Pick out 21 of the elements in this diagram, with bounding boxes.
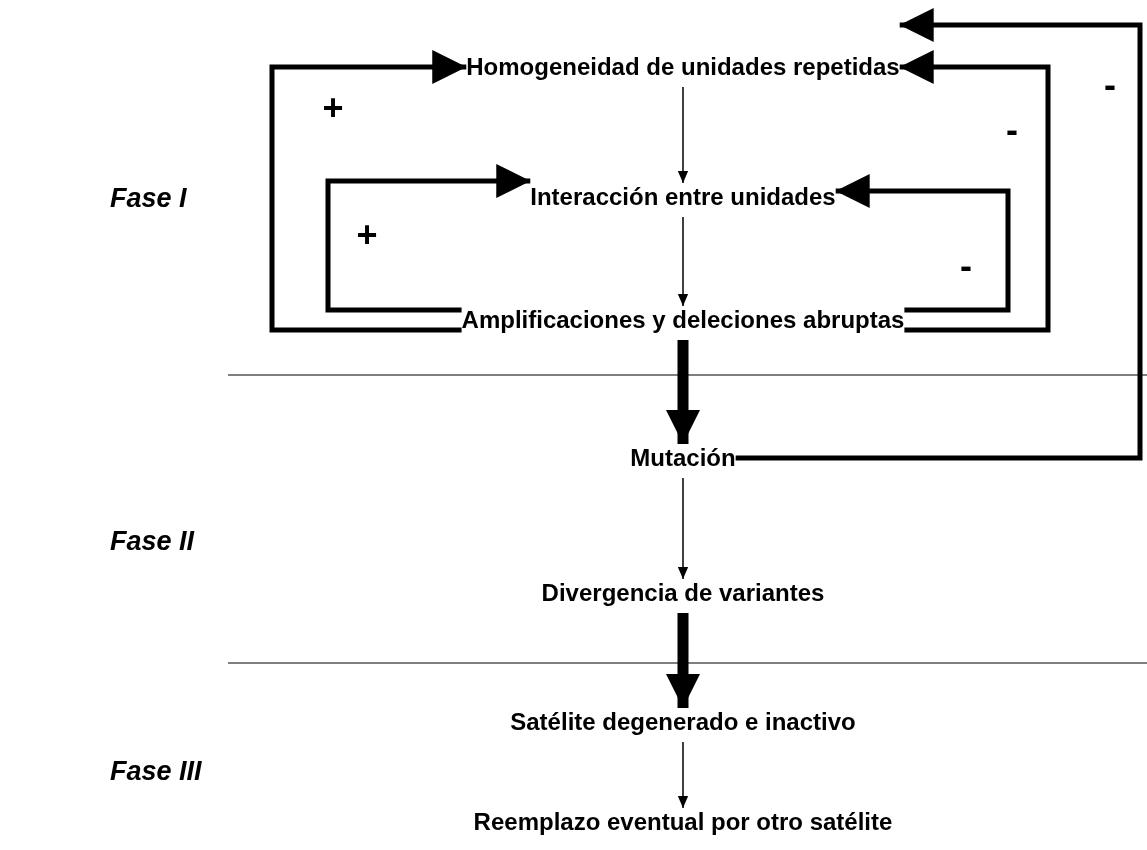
arrow <box>677 741 689 809</box>
arrow <box>269 50 467 333</box>
step-text: Satélite degenerado e inactivo <box>510 708 856 736</box>
arrow <box>677 477 689 580</box>
arrow <box>677 86 689 184</box>
arrow <box>666 613 700 708</box>
step-text: Reemplazo eventual por otro satélite <box>473 808 893 836</box>
step-text: Interacción entre unidades <box>530 183 836 211</box>
step-text: Divergencia de variantes <box>541 579 825 607</box>
arrow <box>325 164 531 313</box>
step-text: Amplificaciones y deleciones abruptas <box>461 306 905 334</box>
arrow <box>899 50 1051 333</box>
phase-label: Fase I <box>110 183 187 214</box>
phase-label: Fase II <box>110 526 195 557</box>
phase-label: Fase III <box>110 756 202 787</box>
step-text: Mutación <box>630 444 736 472</box>
arrow <box>735 8 1143 461</box>
step-text: Homogeneidad de unidades repetidas <box>466 15 900 81</box>
arrow <box>677 216 689 307</box>
arrow <box>835 174 1011 313</box>
arrow <box>666 340 700 444</box>
